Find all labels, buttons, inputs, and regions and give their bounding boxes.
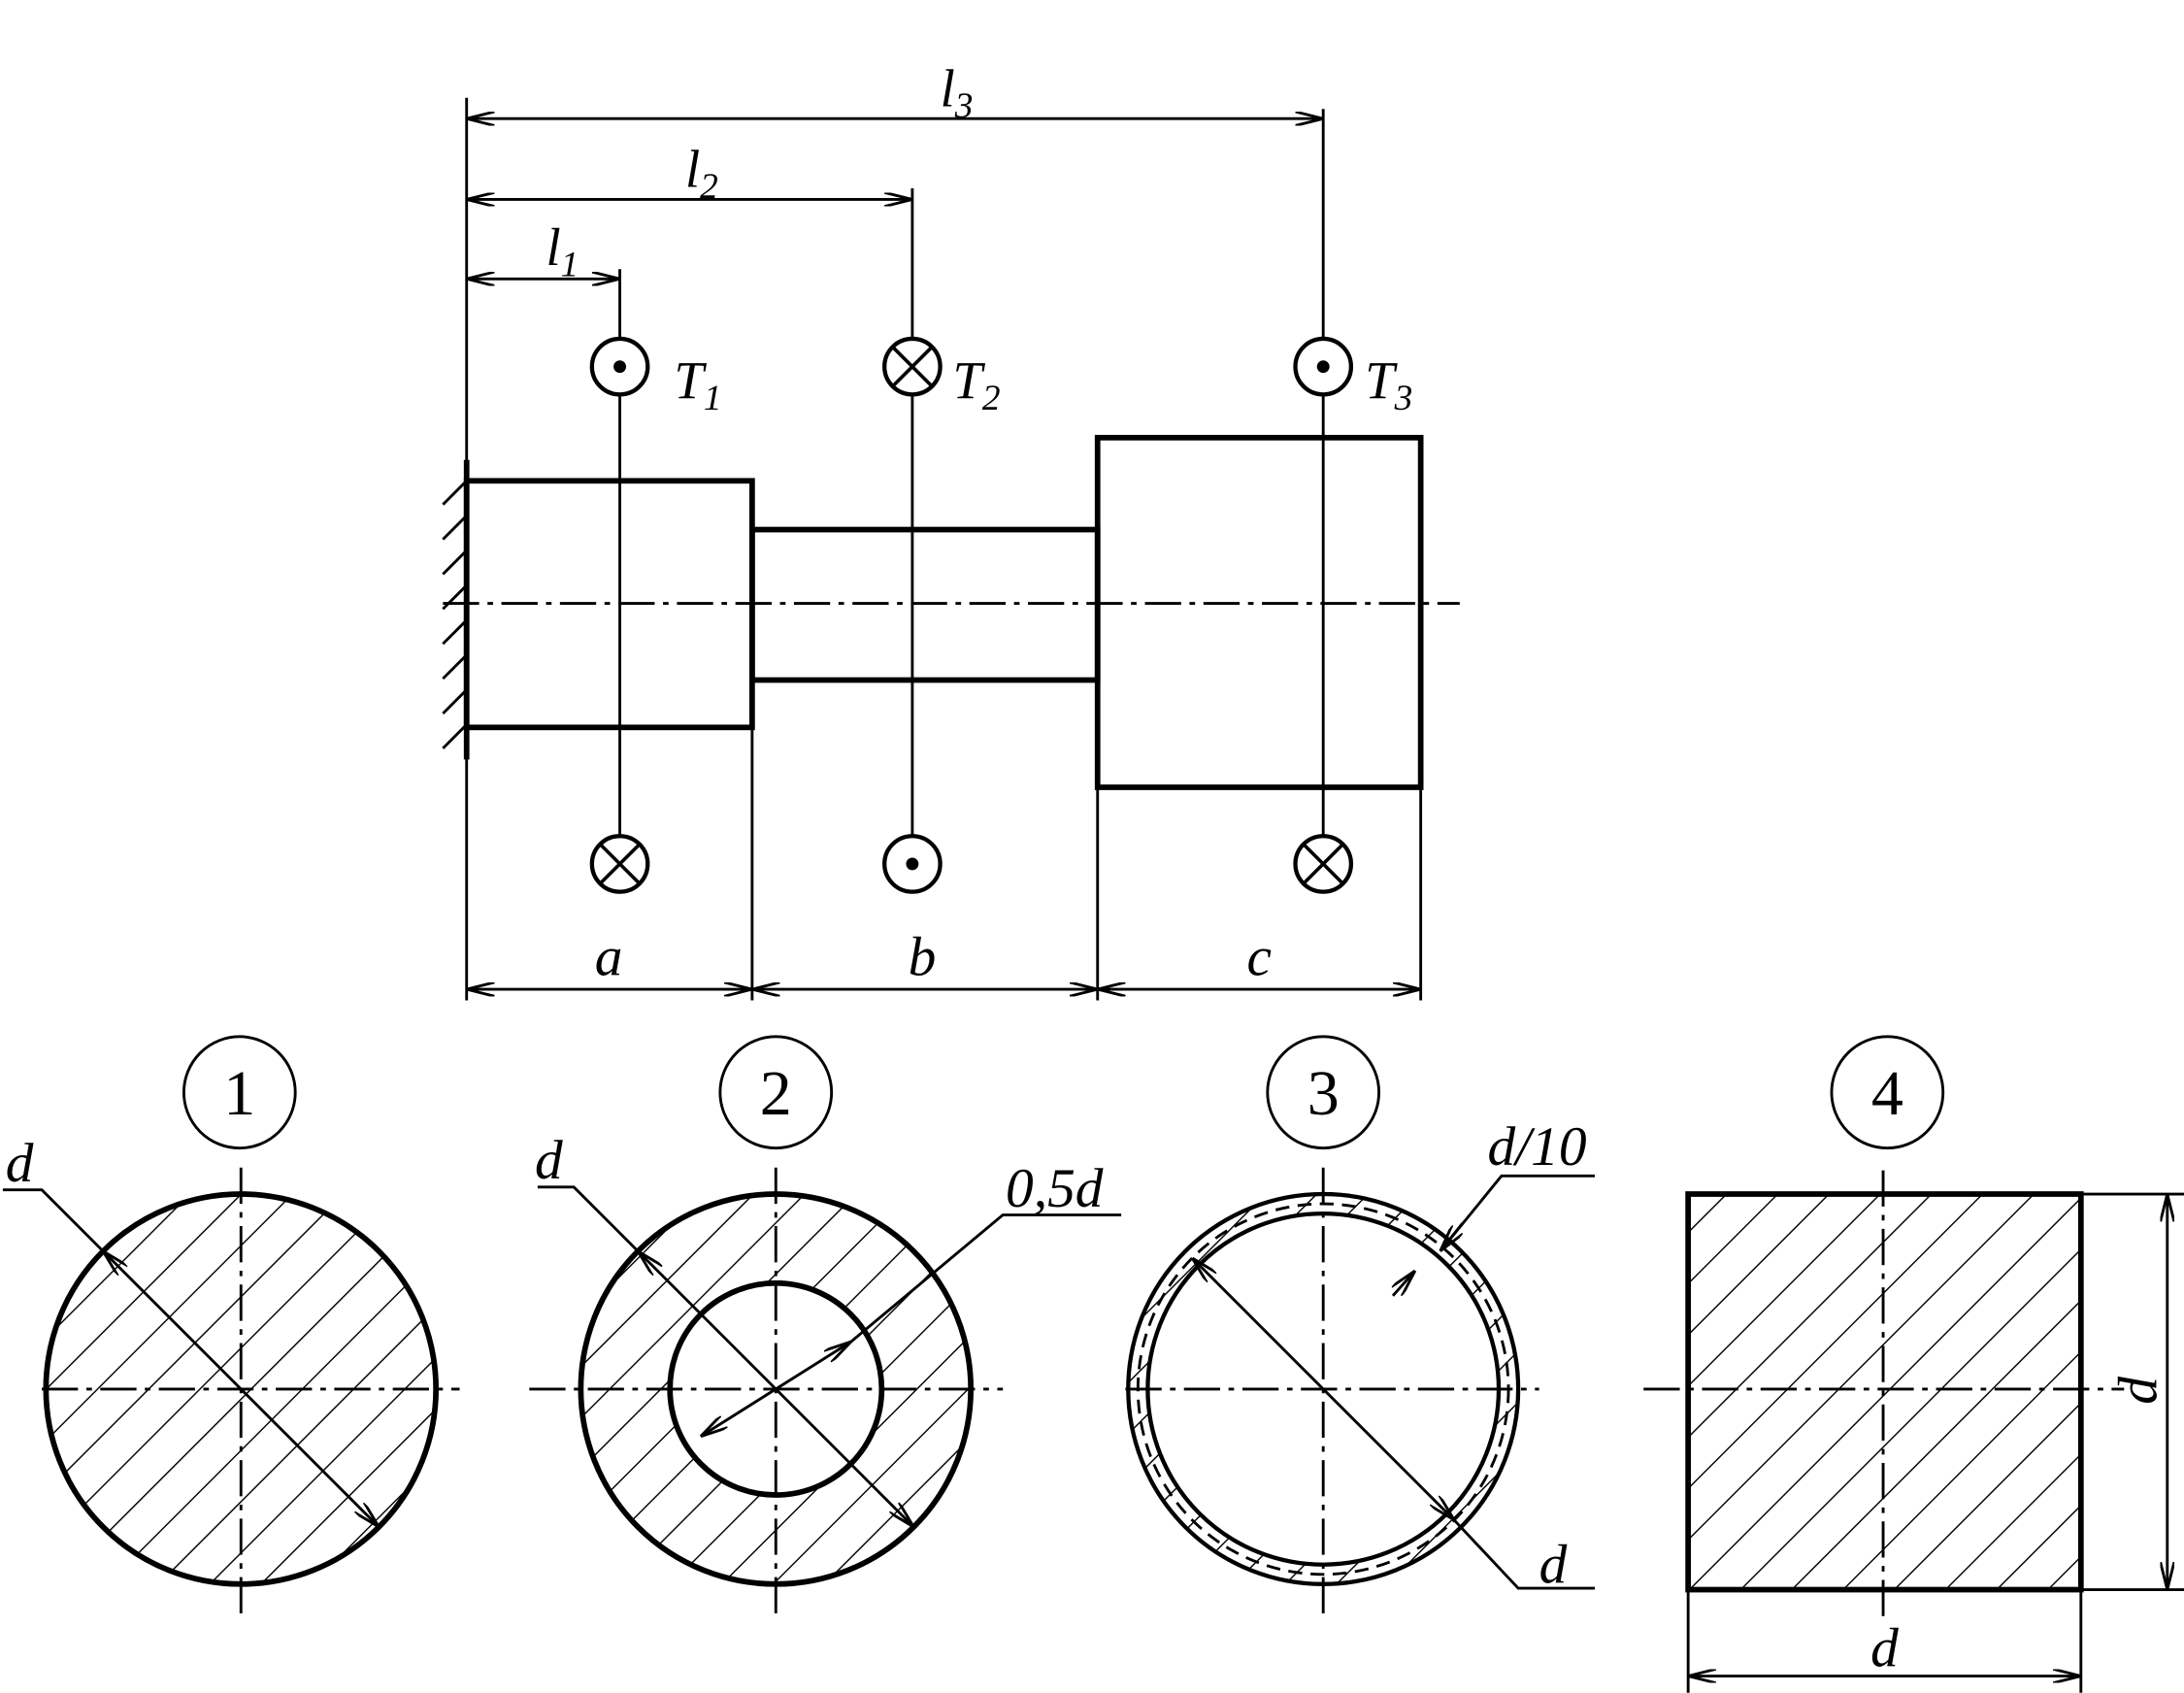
section-1-solid-circle [2,1167,460,1616]
section-2-inner-diameter-label: 0,5d [1006,1158,1104,1219]
section-number-badge [718,1035,834,1150]
section-2-outer-diameter-label: d [535,1130,563,1191]
length-label-l3: l3 [941,58,974,125]
fixed-support [442,459,470,760]
length-dimensions [465,97,1324,1001]
section-2-hollow-circle [529,1167,1122,1616]
torque-label-t1: T1 [675,351,722,418]
torque-in-icon [1293,834,1354,894]
torque-out-icon [1293,336,1354,397]
torque-markers [589,109,1354,894]
section-4-height-label: d [2107,1377,2168,1405]
section-3-wall-thickness-label: d/10 [1488,1116,1587,1178]
section-number-3: 3 [1307,1058,1340,1129]
section-3-diameter-label: d [1539,1534,1568,1595]
shaft-segment-c [1094,434,1424,790]
section-1-diameter-label: d [6,1133,34,1194]
section-4-width-label: d [1870,1617,1899,1678]
shaft-segment-b [749,526,1101,683]
section-number-badge [1830,1035,1945,1150]
section-3-thin-walled-tube [1125,1167,1596,1616]
section-number-1: 1 [223,1058,255,1129]
section-number-badge [1266,1035,1381,1150]
segment-dimensions [466,727,1423,1001]
stepped-shaft [443,434,1460,790]
length-label-l2: l2 [685,140,718,207]
length-label-l1: l1 [546,217,579,284]
section-number-4: 4 [1871,1058,1903,1129]
segment-label-b: b [909,927,937,988]
torque-out-icon [882,834,943,894]
torque-label-t2: T2 [953,351,1001,418]
section-number-2: 2 [760,1058,792,1129]
torque-out-icon [589,336,650,397]
segment-label-c: c [1246,927,1271,988]
torque-label-t3: T3 [1365,351,1412,418]
section-4-square [1643,1170,2184,1693]
torque-in-icon [882,336,943,397]
torque-in-icon [589,834,650,894]
segment-label-a: a [595,927,623,988]
section-number-badge [182,1035,297,1150]
